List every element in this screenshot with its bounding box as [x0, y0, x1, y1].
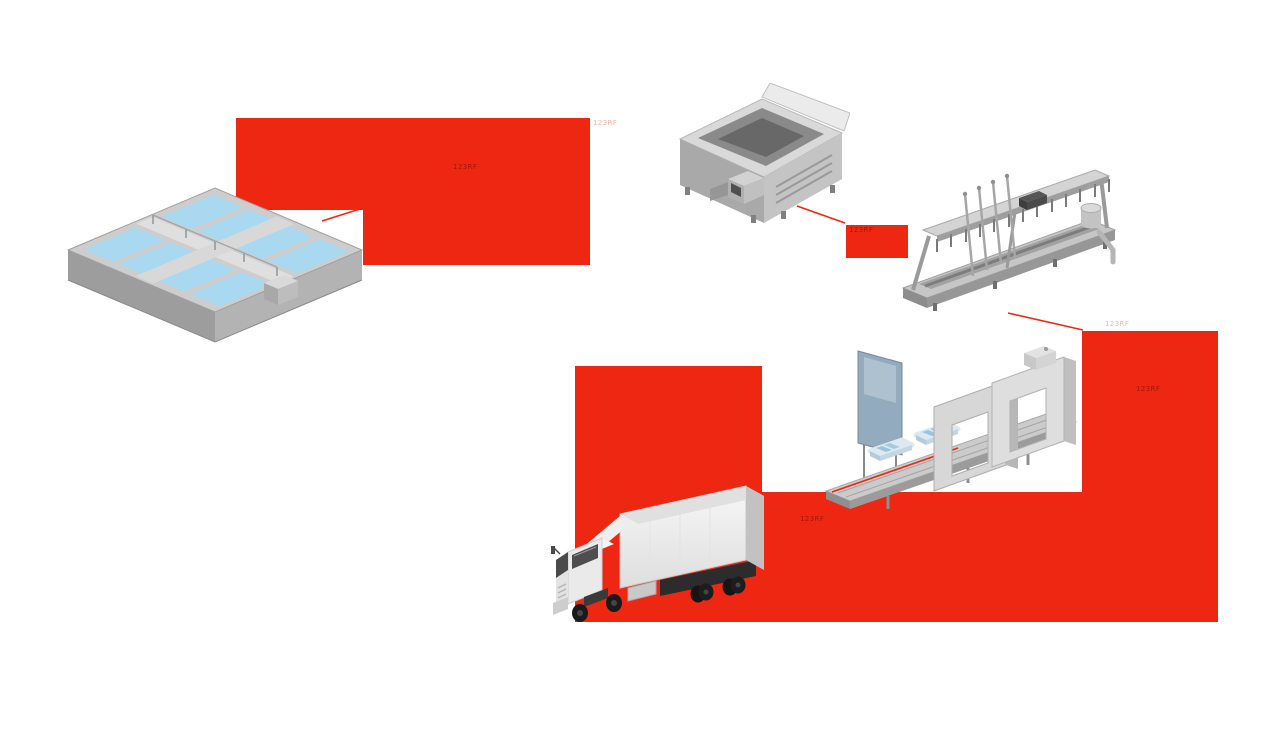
side-window	[572, 544, 598, 569]
water-cells	[84, 194, 349, 307]
watermark: 123RF	[593, 119, 618, 127]
hopper-interior	[698, 108, 824, 166]
support-legs	[911, 177, 1109, 291]
flow-arrow-right-band	[762, 331, 1218, 622]
watermark: 123RF	[1105, 320, 1130, 328]
receiving-hopper-illustration	[678, 83, 850, 223]
aquaculture-basins-illustration	[66, 187, 364, 343]
cab	[551, 537, 614, 615]
exit-arch	[991, 346, 1076, 468]
trailer-wheels	[690, 576, 746, 603]
discharge-chute	[710, 171, 764, 204]
blue-panel	[857, 350, 903, 479]
trailer-box	[619, 485, 764, 589]
motor-box	[1019, 191, 1047, 210]
outfeed-pipe	[1096, 229, 1116, 265]
chassis	[660, 560, 756, 596]
leader-line-hopper	[796, 205, 846, 224]
flow-arrow-into-processing	[846, 225, 908, 258]
fuel-tank	[627, 580, 657, 602]
rail-slats	[936, 179, 1110, 252]
hopper-lid	[761, 83, 850, 132]
delivery-truck-illustration	[551, 485, 764, 622]
flow-arrow-basin-to-hopper	[236, 118, 590, 265]
outlet-box	[264, 275, 298, 305]
end-tank	[1080, 203, 1102, 229]
wrapped-pack	[867, 437, 915, 461]
watermark: 123RF	[800, 515, 825, 523]
control-box	[1024, 346, 1056, 370]
vertical-rods	[962, 173, 1017, 277]
grille	[557, 583, 567, 599]
walkway-railing	[152, 214, 278, 276]
cab-wheels	[572, 594, 622, 622]
bumper	[553, 597, 568, 615]
cab-skirt	[584, 588, 608, 607]
watermark: 123RF	[1136, 385, 1161, 393]
watermark: 123RF	[453, 163, 478, 171]
windshield	[556, 552, 568, 578]
machine-legs	[685, 185, 835, 223]
leader-line-processing	[1007, 312, 1084, 331]
base-feet	[933, 241, 1107, 311]
processing-line-illustration	[901, 169, 1117, 311]
mirror	[551, 546, 561, 555]
packaging-line-illustration	[824, 346, 1078, 509]
vent-lines	[775, 154, 833, 204]
watermark: 123RF	[849, 226, 874, 234]
leader-line-basin	[321, 207, 364, 222]
